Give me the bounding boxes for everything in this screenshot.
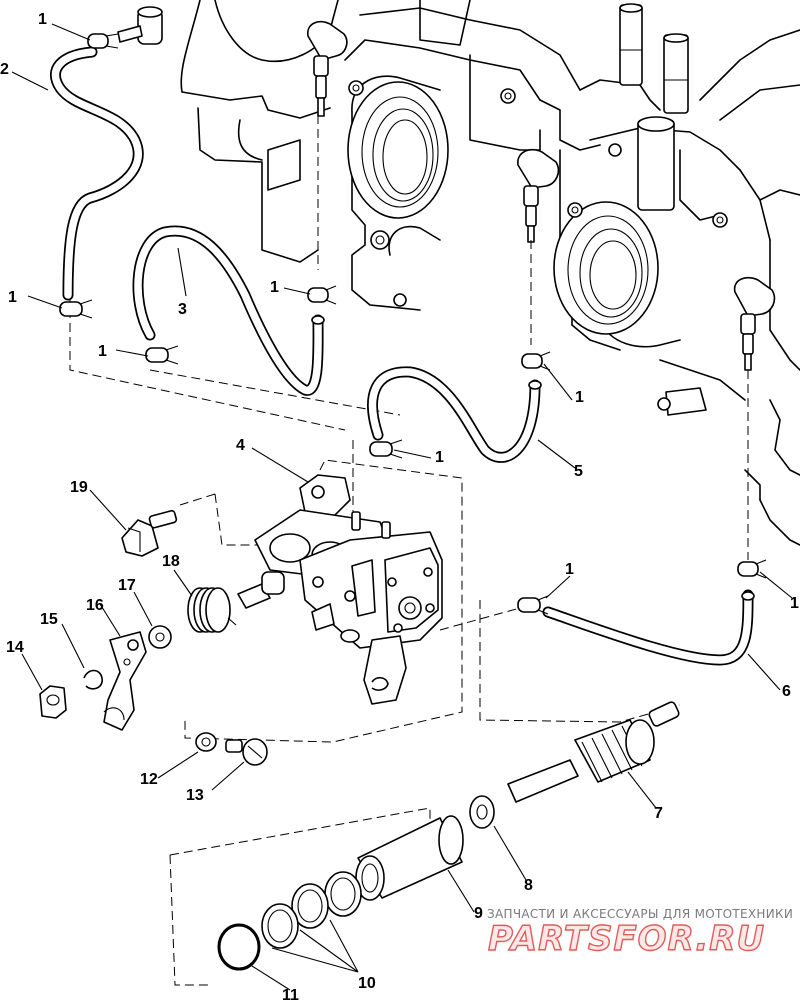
o-ring-10	[291, 883, 329, 929]
callout-16: 16	[86, 597, 104, 614]
callout-12: 12	[140, 771, 158, 788]
hose-clamp	[307, 285, 337, 305]
elbow-fitting-top	[307, 20, 348, 117]
washer-17	[148, 625, 172, 649]
callout-15: 15	[40, 611, 58, 628]
hose-clamp	[87, 33, 119, 49]
oil-pump	[237, 474, 443, 705]
washer-8	[469, 795, 495, 829]
callout-1: 1	[38, 11, 47, 28]
hose-clamp	[145, 345, 179, 365]
callout-1: 1	[575, 389, 584, 406]
retaining-ring-11	[217, 923, 261, 971]
callout-11: 11	[282, 987, 299, 1001]
callout-5: 5	[574, 463, 583, 480]
callout-1: 1	[435, 449, 444, 466]
lever-16	[103, 631, 147, 731]
watermark: ЗАПЧАСТИ И АКСЕССУАРЫ ДЛЯ МОТОТЕХНИКИ PA…	[487, 907, 793, 960]
callout-labels: 1 2 1 1 3 1 1 1 4 5 19 18 17 16 15 14 1 …	[0, 11, 799, 1001]
intake-port-right	[553, 201, 659, 335]
hose-clamp	[59, 299, 93, 319]
elbow-fitting-right	[733, 276, 776, 371]
hose-clamp	[737, 559, 767, 579]
hose-clamp	[369, 439, 403, 459]
leader-lines	[11, 23, 793, 991]
watermark-subtitle: ЗАПЧАСТИ И АКСЕССУАРЫ ДЛЯ МОТОТЕХНИКИ	[487, 907, 793, 921]
o-ring-10	[261, 903, 299, 949]
watermark-logo: PARTSFOR.RU	[488, 919, 765, 959]
callout-1: 1	[98, 343, 107, 360]
callout-4: 4	[236, 437, 245, 454]
callout-18: 18	[162, 553, 180, 570]
assembly-lines	[69, 115, 749, 986]
callout-17: 17	[118, 577, 136, 594]
callout-19: 19	[70, 479, 88, 496]
callout-1: 1	[270, 279, 279, 296]
elbow-fitting-middle	[517, 148, 560, 243]
sleeve-9	[355, 815, 464, 901]
washer-12	[195, 732, 217, 752]
callout-10: 10	[358, 975, 376, 992]
hose-6	[542, 589, 754, 666]
callout-7: 7	[654, 805, 663, 822]
banjo-bolt-19	[121, 509, 178, 557]
callout-2: 2	[0, 61, 9, 78]
callout-8: 8	[524, 877, 533, 894]
callout-1: 1	[565, 561, 574, 578]
drive-gear-7	[507, 701, 680, 803]
nut-14	[39, 685, 67, 719]
cylinder-studs	[619, 3, 689, 211]
callout-9: 9	[474, 905, 483, 922]
callout-6: 6	[782, 683, 791, 700]
callout-1: 1	[790, 595, 799, 612]
hose-clamp	[517, 595, 549, 615]
callout-13: 13	[186, 787, 204, 804]
intake-port-left	[347, 81, 449, 219]
hose-2	[50, 46, 144, 301]
clip-15	[83, 669, 103, 690]
hose-clamp	[521, 351, 551, 371]
callout-1: 1	[8, 289, 17, 306]
spring-18	[187, 587, 237, 633]
o-ring-10	[324, 871, 362, 917]
screw-13	[225, 738, 268, 766]
callout-14: 14	[6, 639, 24, 656]
callout-3: 3	[178, 301, 187, 318]
hose-5	[367, 366, 541, 463]
hose-3	[132, 225, 324, 396]
engine-block	[180, 0, 800, 546]
straight-fitting-top	[117, 6, 163, 45]
